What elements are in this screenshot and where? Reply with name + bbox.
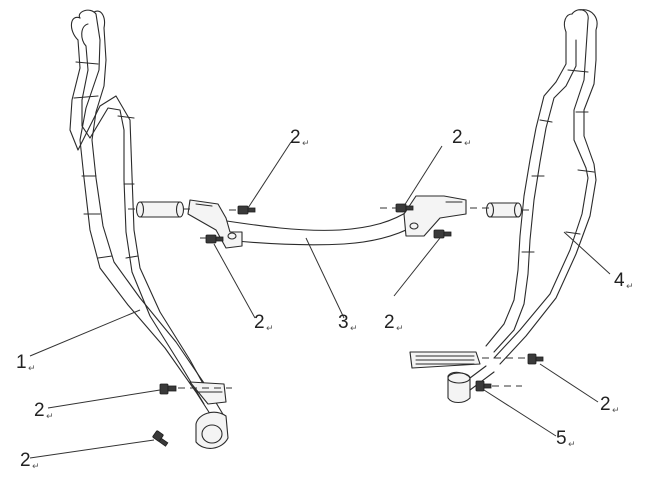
callout-2-low-left: 2 ↵ bbox=[34, 400, 54, 421]
callout-1: 1 ↵ bbox=[16, 352, 36, 373]
callout-mark: ↵ bbox=[266, 323, 274, 333]
bolt-mid-left bbox=[205, 234, 224, 244]
callout-2-bottom-left: 2 ↵ bbox=[20, 450, 40, 471]
right-spacer-tube bbox=[485, 202, 523, 218]
right-lower-mount bbox=[447, 365, 495, 404]
callout-number: 3 bbox=[338, 312, 349, 333]
callout-mark: ↵ bbox=[32, 461, 40, 471]
callout-number: 2 bbox=[384, 312, 395, 333]
callout-number: 4 bbox=[614, 270, 625, 291]
bolt-right-lower bbox=[475, 380, 492, 392]
callout-number: 2 bbox=[20, 450, 31, 471]
right-crash-bar bbox=[485, 9, 598, 365]
left-crash-bar bbox=[69, 9, 229, 449]
callout-2-right: 2 ↵ bbox=[600, 394, 620, 415]
callout-number: 2 bbox=[600, 394, 611, 415]
callout-2-mid-left: 2 ↵ bbox=[254, 312, 274, 333]
bolt-mid-right bbox=[433, 229, 452, 239]
callout-5: 5 ↵ bbox=[556, 428, 576, 449]
left-spacer-tube bbox=[135, 201, 185, 218]
bolt-top-right bbox=[395, 203, 414, 213]
assembly-axes bbox=[128, 207, 534, 389]
callout-number: 5 bbox=[556, 428, 567, 449]
callout-number: 2 bbox=[290, 127, 301, 148]
bolt-low-left bbox=[159, 383, 177, 395]
callout-mark: ↵ bbox=[396, 323, 404, 333]
bolt-right bbox=[527, 353, 544, 365]
right-mounting-plate bbox=[409, 351, 481, 369]
callout-mark: ↵ bbox=[28, 363, 36, 373]
callout-3: 3 ↵ bbox=[338, 312, 358, 333]
center-cross-bar bbox=[187, 195, 467, 249]
callout-number: 2 bbox=[452, 127, 463, 148]
callout-mark: ↵ bbox=[464, 138, 472, 148]
callout-2-mid-right: 2 ↵ bbox=[384, 312, 404, 333]
callout-mark: ↵ bbox=[302, 138, 310, 148]
callout-mark: ↵ bbox=[46, 411, 54, 421]
leader-lines bbox=[29, 141, 611, 459]
callout-2-top-right: 2 ↵ bbox=[452, 127, 472, 148]
bolt-top-left bbox=[237, 205, 256, 215]
callout-4: 4 ↵ bbox=[614, 270, 634, 291]
callout-number: 1 bbox=[16, 352, 27, 373]
callout-mark: ↵ bbox=[612, 405, 620, 415]
callout-2-top-left: 2 ↵ bbox=[290, 127, 310, 148]
callout-mark: ↵ bbox=[626, 281, 634, 291]
callout-mark: ↵ bbox=[350, 323, 358, 333]
bolt-bottom-left bbox=[152, 430, 169, 447]
callout-number: 2 bbox=[34, 400, 45, 421]
callout-number: 2 bbox=[254, 312, 265, 333]
callout-mark: ↵ bbox=[568, 439, 576, 449]
